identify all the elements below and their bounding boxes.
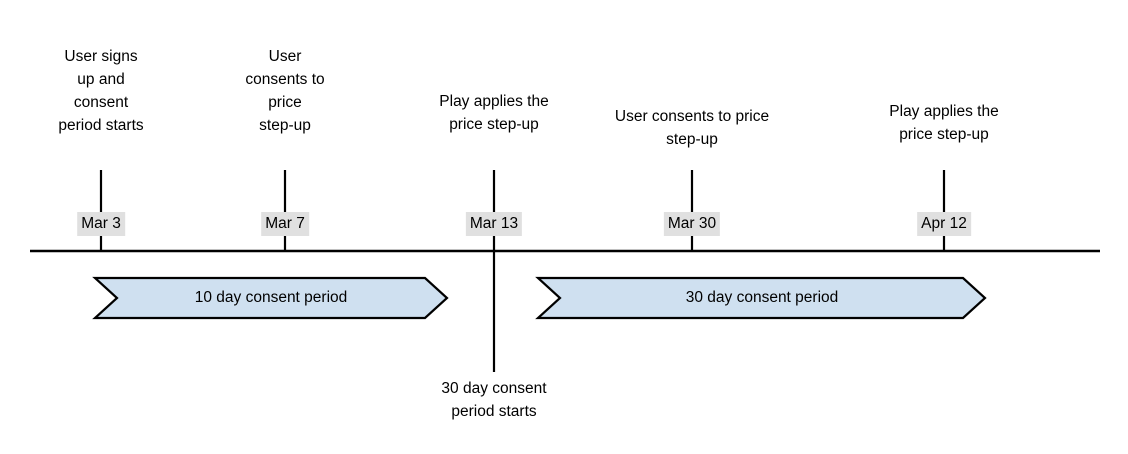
date-chip-mar-3: Mar 3 [77, 212, 125, 236]
event-caption-mar-13: Play applies the price step-up [439, 93, 549, 133]
date-chip-mar-7: Mar 7 [261, 212, 309, 236]
bar-label-thirty-day-consent-period: 30 day consent period [685, 289, 839, 306]
consent-period-bars [92, 276, 987, 320]
event-caption-apr-12: Play applies the price step-up [889, 103, 999, 143]
date-chip-mar-13: Mar 13 [465, 212, 523, 236]
bar-label-ten-day-consent-period: 10 day consent period [194, 289, 348, 306]
date-chip-apr-12: Apr 12 [917, 212, 971, 236]
date-chip-mar-30: Mar 30 [663, 212, 721, 236]
consent-bar-ten-day-consent-period [92, 276, 449, 320]
event-caption-mar-3: User signs up and consent period starts [58, 48, 144, 134]
dropline-caption: 30 day consent period starts [441, 380, 547, 420]
timeline-ticks [99, 170, 946, 251]
event-caption-mar-7: User consents to price step-up [245, 48, 325, 134]
event-caption-mar-30: User consents to price step-up [614, 108, 770, 148]
consent-bar-thirty-day-consent-period [535, 276, 987, 320]
